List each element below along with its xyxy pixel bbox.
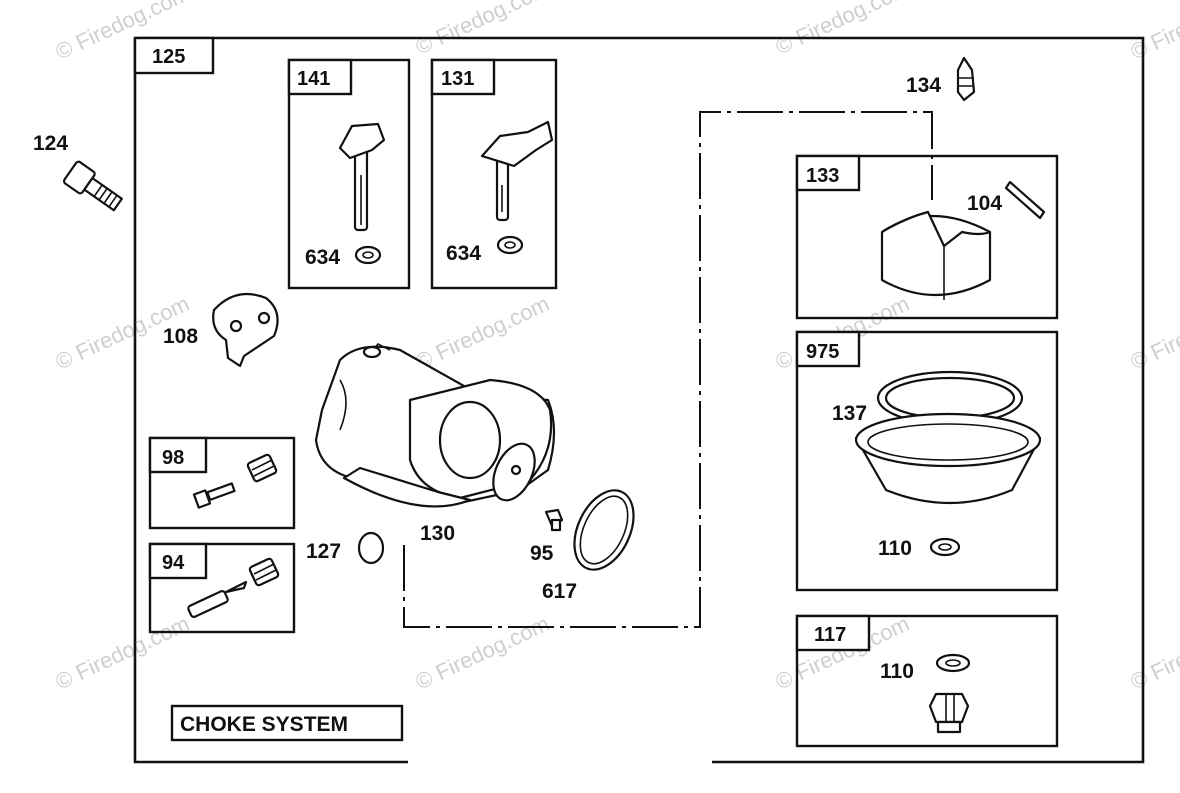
adjustment-screw-icon [192, 482, 236, 509]
spring-icon [246, 453, 278, 483]
watermark: © Firedog.com [412, 0, 554, 60]
box-label-975: 975 [806, 341, 839, 363]
needle-valve-icon [956, 56, 976, 102]
washer-icon [354, 245, 382, 265]
part-label-137: 137 [832, 402, 867, 425]
diaphragm-icon [492, 442, 536, 502]
drain-plug-icon [928, 692, 970, 734]
washer-icon [935, 653, 971, 673]
washer-icon [496, 235, 524, 255]
watermark: © Firedog.com [1127, 0, 1180, 65]
part-label-110b: 110 [880, 660, 914, 683]
part-124-bolt: 124 [33, 132, 123, 212]
watermark: © Firedog.com [1127, 291, 1180, 375]
box-94: 94 [148, 542, 296, 634]
pin-icon [1004, 180, 1046, 220]
box-117: 117 110 [795, 614, 1059, 748]
box-label-131: 131 [441, 68, 474, 90]
part-label-104: 104 [967, 192, 1002, 215]
choke-system-label: CHOKE SYSTEM [170, 704, 404, 742]
box-label-94: 94 [162, 552, 185, 574]
part-label-134: 134 [906, 74, 941, 97]
box-label-117: 117 [814, 624, 846, 646]
watermark: © Firedog.com [52, 611, 194, 695]
throttle-shaft-icon [480, 120, 554, 222]
watermark: © Firedog.com [772, 0, 914, 60]
main-frame: 125 [133, 36, 1145, 764]
part-label-634a: 634 [305, 246, 340, 269]
part-label-124: 124 [33, 132, 68, 155]
needle-screw-icon [187, 580, 248, 619]
washer-icon [929, 537, 961, 557]
choke-system-title: CHOKE SYSTEM [180, 713, 348, 736]
part-label-617: 617 [542, 580, 577, 603]
frame-outline [135, 36, 1145, 764]
box-131: 131 634 [430, 58, 558, 290]
box-98: 98 [148, 436, 296, 530]
part-label-127: 127 [306, 540, 341, 563]
float-bowl-icon [854, 412, 1042, 505]
spring-icon [248, 557, 280, 587]
box-label-125: 125 [152, 46, 185, 68]
part-127-plug: 127 [306, 531, 385, 565]
box-label-98: 98 [162, 447, 184, 469]
part-label-130: 130 [420, 522, 455, 545]
part-134-needle: 134 [906, 56, 976, 102]
part-108-plate: 108 [163, 292, 279, 368]
part-617-oring: 617 [542, 489, 635, 603]
box-133: 133 104 [795, 154, 1059, 320]
watermark: © Firedog.com [1127, 611, 1180, 695]
box-975: 975 137 110 [795, 330, 1059, 592]
float-icon [880, 210, 992, 300]
box-label-133: 133 [806, 165, 839, 187]
box-label-141: 141 [297, 68, 330, 90]
box-141: 141 634 [287, 58, 411, 290]
part-label-634b: 634 [446, 242, 481, 265]
watermark: © Firedog.com [412, 291, 554, 375]
leader-line [403, 111, 933, 628]
part-label-108: 108 [163, 325, 198, 348]
watermark: © Firedog.com [412, 611, 554, 695]
part-95-screw: 95 [530, 508, 564, 565]
choke-shaft-icon [338, 122, 386, 232]
frame-tag [133, 36, 215, 75]
frame-outline-left [133, 38, 408, 764]
part-label-110a: 110 [878, 537, 912, 560]
part-label-95: 95 [530, 542, 554, 565]
